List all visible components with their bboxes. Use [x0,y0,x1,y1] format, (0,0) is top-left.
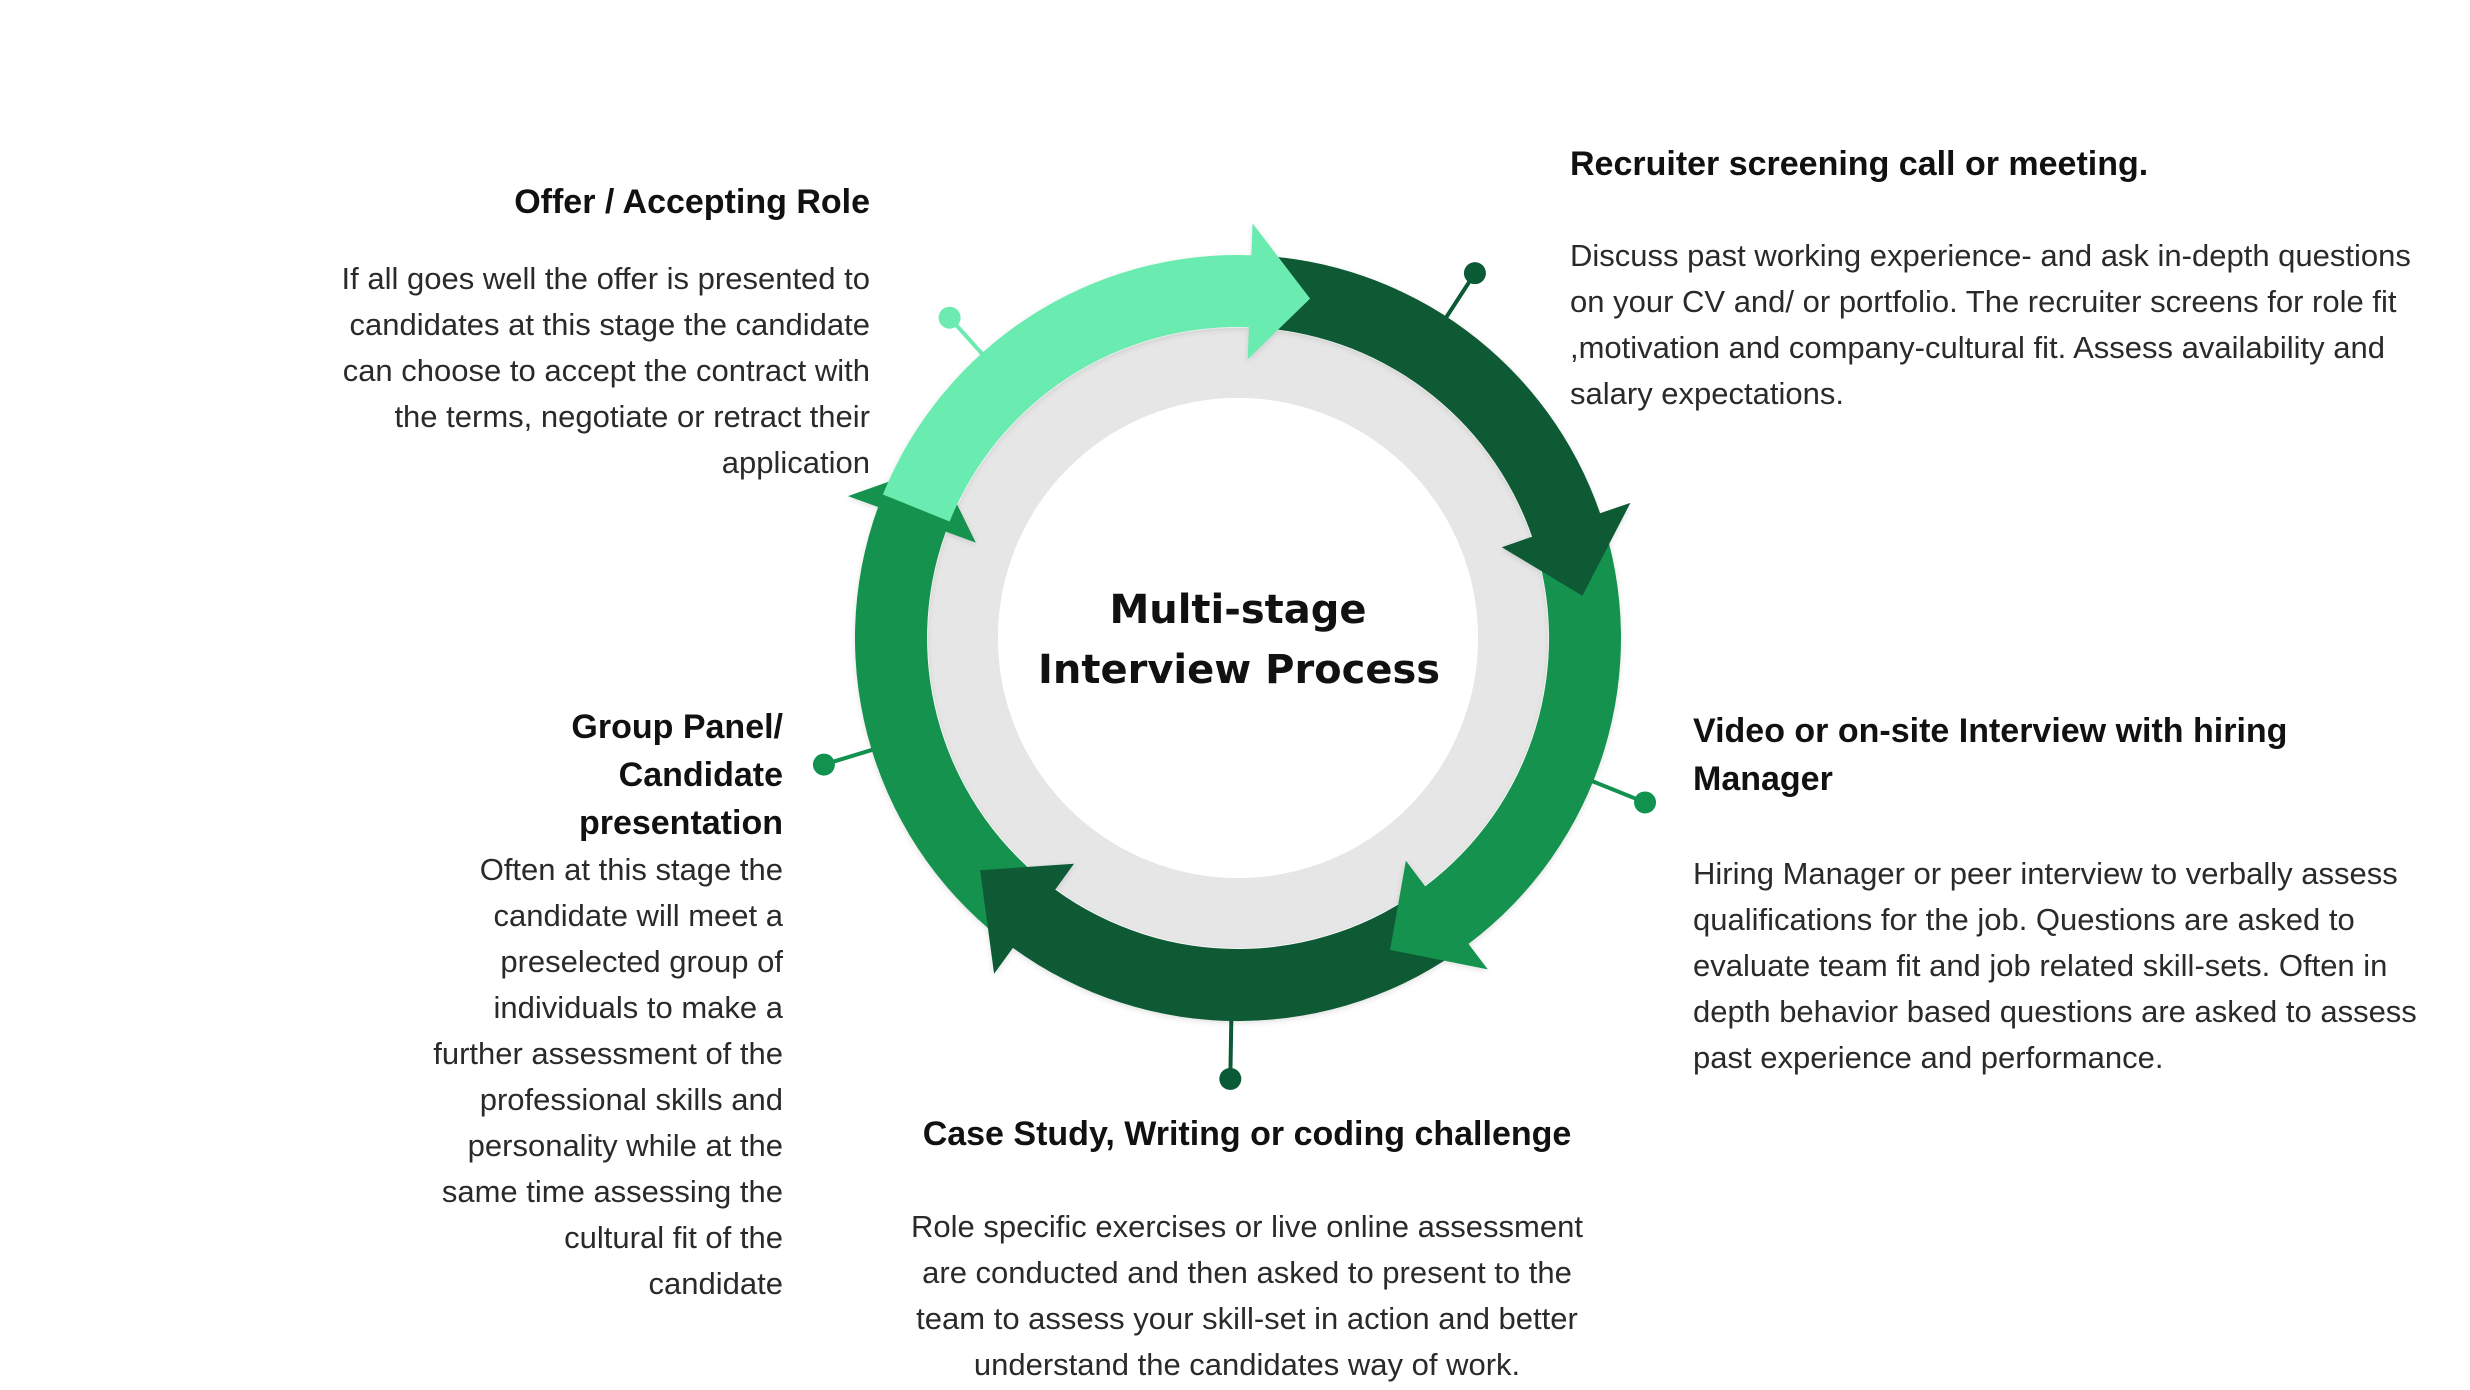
stage-recruiter-heading: Recruiter screening call or meeting. [1570,140,2411,188]
inner-circle [998,398,1478,878]
heading-line: Video or on-site Interview with hiring [1693,712,2288,750]
stage-recruiter: Recruiter screening call or meeting. Dis… [1570,140,2411,417]
body-line: Often at this stage the [479,852,783,887]
stage-hiring-manager-body: Hiring Manager or peer interview to verb… [1693,851,2417,1081]
heading-line: Manager [1693,760,1833,798]
body-line: application [721,445,870,480]
stage-group-panel: Group Panel/ Candidate presentation Ofte… [433,703,783,1307]
heading-line: Candidate [618,756,783,794]
body-line: can choose to accept the contract with [342,353,870,388]
body-line: evaluate team fit and job related skill-… [1693,948,2388,983]
body-line: depth behavior based questions are asked… [1693,994,2417,1029]
pin-dot-group-panel [812,753,835,776]
segments-group [848,223,1631,1022]
body-line: preselected group of [500,944,783,979]
body-line: cultural fit of the [564,1220,783,1255]
heading-line: Case Study, Writing or coding challenge [922,1115,1572,1153]
stage-case-study-body: Role specific exercises or live online a… [847,1204,1647,1388]
body-line: team to assess your skill-set in action … [916,1301,1578,1336]
arrow-segment-hiring-manager [1390,513,1621,970]
body-line: candidate [648,1266,783,1301]
stage-recruiter-body: Discuss past working experience- and ask… [1570,233,2411,417]
heading-line: presentation [578,804,783,842]
body-line: same time assessing the [441,1174,783,1209]
arrow-segment-recruiter [1248,255,1631,596]
body-line: further assessment of the [433,1036,783,1071]
body-line: If all goes well the offer is presented … [341,261,870,296]
stage-hiring-manager: Video or on-site Interview with hiring M… [1693,707,2417,1081]
pin-dot-hiring-manager [1634,791,1657,814]
body-line: candidate will meet a [493,898,784,933]
heading-line: Group Panel/ [571,708,783,746]
pin-dot-case-study [1219,1067,1242,1090]
body-line: Hiring Manager or peer interview to verb… [1693,856,2398,891]
body-line: personality while at the [467,1128,783,1163]
body-line: ,motivation and company-cultural fit. As… [1570,330,2386,365]
body-line: salary expectations. [1570,376,1844,411]
pin-dot-offer [938,306,961,329]
grey-ring [928,328,1548,948]
arrow-segment-group-panel [848,464,1056,948]
stage-offer: Offer / Accepting Role If all goes well … [342,178,870,486]
body-line: candidates at this stage the candidate [349,307,870,342]
body-line: past experience and performance. [1693,1040,2164,1075]
stage-hiring-manager-heading: Video or on-site Interview with hiring M… [1693,707,2417,803]
body-line: the terms, negotiate or retract their [394,399,870,434]
center-title-line-2: Interview Process [1038,647,1441,693]
heading-line: Recruiter screening call or meeting. [1570,145,2149,183]
body-line: are conducted and then asked to present … [922,1255,1572,1290]
body-line: professional skills and [479,1082,783,1117]
body-line: Role specific exercises or live online a… [911,1209,1583,1244]
stage-case-study: Case Study, Writing or coding challenge … [847,1110,1647,1388]
stage-offer-heading: Offer / Accepting Role [342,178,870,226]
stage-offer-body: If all goes well the offer is presented … [342,256,870,486]
center-title: Multi-stage Interview Process [1038,580,1441,700]
body-line: Discuss past working experience- and ask… [1570,238,2411,273]
body-line: individuals to make a [493,990,784,1025]
arrow-segment-offer [882,223,1311,522]
pins-group [812,262,1657,1090]
center-title-line-1: Multi-stage [1109,587,1367,633]
stage-group-panel-heading: Group Panel/ Candidate presentation [433,703,783,847]
stage-case-study-heading: Case Study, Writing or coding challenge [847,1110,1647,1158]
heading-line: Offer / Accepting Role [514,183,870,221]
arrow-segment-case-study [980,863,1469,1022]
stage-group-panel-body: Often at this stage the candidate will m… [433,847,783,1307]
body-line: on your CV and/ or portfolio. The recrui… [1570,284,2397,319]
body-line: understand the candidates way of work. [973,1347,1521,1382]
body-line: qualifications for the job. Questions ar… [1693,902,2355,937]
pin-dot-recruiter [1463,262,1486,285]
